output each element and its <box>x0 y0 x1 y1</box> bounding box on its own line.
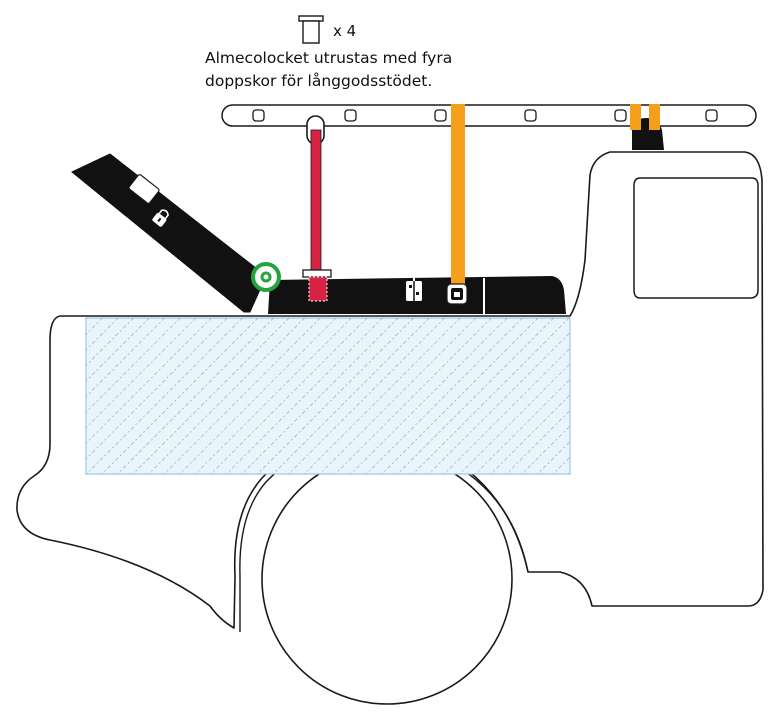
latch-icon <box>406 261 422 301</box>
orange-strap <box>446 104 468 305</box>
rack-slot <box>705 109 718 122</box>
caption-line-2: doppskor för långgodsstödet. <box>205 72 432 90</box>
rack-slot <box>614 109 627 122</box>
rack-slot <box>252 109 265 122</box>
red-strap <box>302 115 332 302</box>
shoe-callout: x 4 Almecolocket utrustas med fyra dopps… <box>205 15 452 90</box>
rack-slot <box>434 109 447 122</box>
open-lid <box>71 153 267 313</box>
rack-foot <box>630 104 664 150</box>
roof-rack-bar <box>221 104 757 127</box>
doppsko-icon <box>298 15 324 44</box>
cab-window <box>633 177 759 299</box>
caption-line-1: Almecolocket utrustas med fyra <box>205 49 452 67</box>
lock-icon <box>152 209 169 227</box>
cargo-area <box>85 317 571 475</box>
wheel <box>261 453 513 705</box>
quantity-label: x 4 <box>333 22 356 40</box>
rack-slot <box>524 109 537 122</box>
rack-slot <box>344 109 357 122</box>
lid-handle <box>128 174 160 204</box>
hinge-ring-icon <box>251 262 281 292</box>
